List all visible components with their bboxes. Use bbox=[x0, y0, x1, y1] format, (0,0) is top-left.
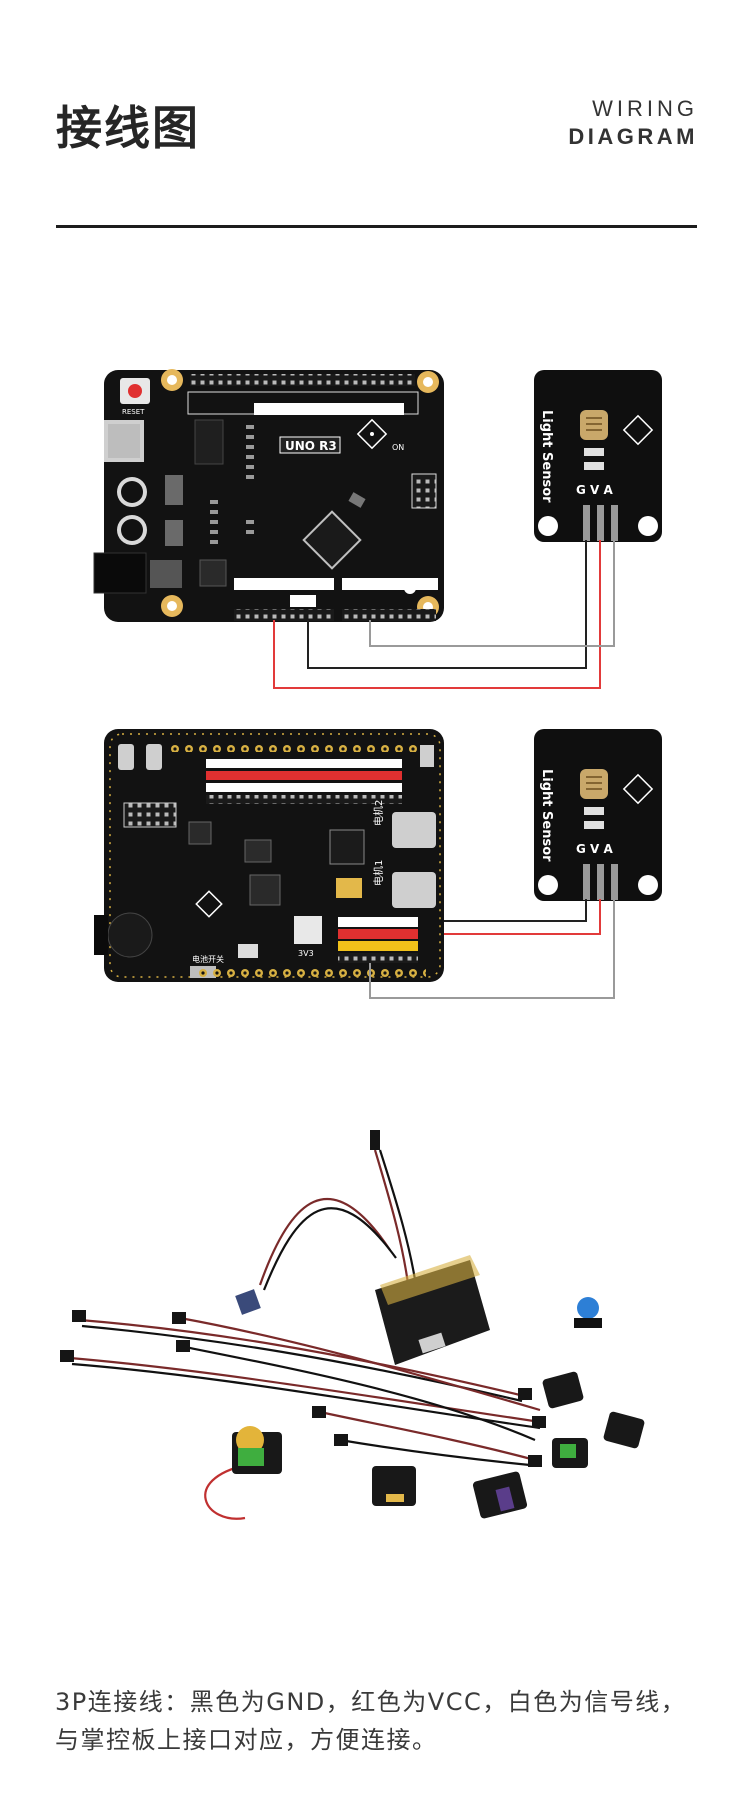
page-title: 接线图 bbox=[56, 101, 200, 155]
expansion-board: 电机2 电机1 3V3 电池开关 bbox=[94, 729, 444, 982]
uno-pwm-label: PWM~ bbox=[336, 405, 373, 416]
uno-on-label: ON bbox=[392, 443, 404, 452]
sensor-2-name: Light Sensor bbox=[539, 769, 554, 862]
wiring-diagram: DIGITAL PWM~ RESET UNO R3 bbox=[60, 369, 662, 1520]
subtitle-line-1: WIRING bbox=[592, 96, 698, 121]
v33-label: 3V3 bbox=[298, 949, 314, 958]
light-sensor-module-1: Light Sensor G V A bbox=[534, 370, 662, 542]
sensor-1-name: Light Sensor bbox=[539, 410, 554, 503]
sensor-1-pin-labels: G V A bbox=[576, 483, 613, 497]
header-divider bbox=[56, 225, 697, 228]
uno-board-name: UNO R3 bbox=[285, 439, 337, 453]
battery-switch-label: 电池开关 bbox=[192, 954, 224, 964]
sensor-2-pin-labels: G V A bbox=[576, 842, 613, 856]
motor-2-label: 电机2 bbox=[372, 800, 385, 826]
kit-photo bbox=[60, 1130, 645, 1520]
uno-gnd-label: GND bbox=[292, 598, 314, 608]
wires-set-1 bbox=[273, 540, 615, 689]
wires-set-2 bbox=[369, 899, 615, 999]
motor-1-label: 电机1 bbox=[372, 860, 385, 886]
page-subtitle: WIRING DIAGRAM bbox=[568, 96, 698, 150]
uno-power-label: POWER bbox=[292, 580, 334, 591]
subtitle-line-2: DIAGRAM bbox=[568, 124, 698, 149]
light-sensor-module-2: Light Sensor G V A bbox=[534, 729, 662, 901]
uno-digital-label: DIGITAL bbox=[258, 405, 303, 416]
uno-r3-board: DIGITAL PWM~ RESET UNO R3 bbox=[93, 369, 444, 622]
uno-reset-label: RESET bbox=[122, 408, 145, 416]
uno-analog-label: ANALOG IN bbox=[345, 580, 407, 591]
wire-color-caption: 3P连接线：黑色为GND，红色为VCC，白色为信号线，与掌控板上接口对应，方便连… bbox=[55, 1688, 687, 1754]
